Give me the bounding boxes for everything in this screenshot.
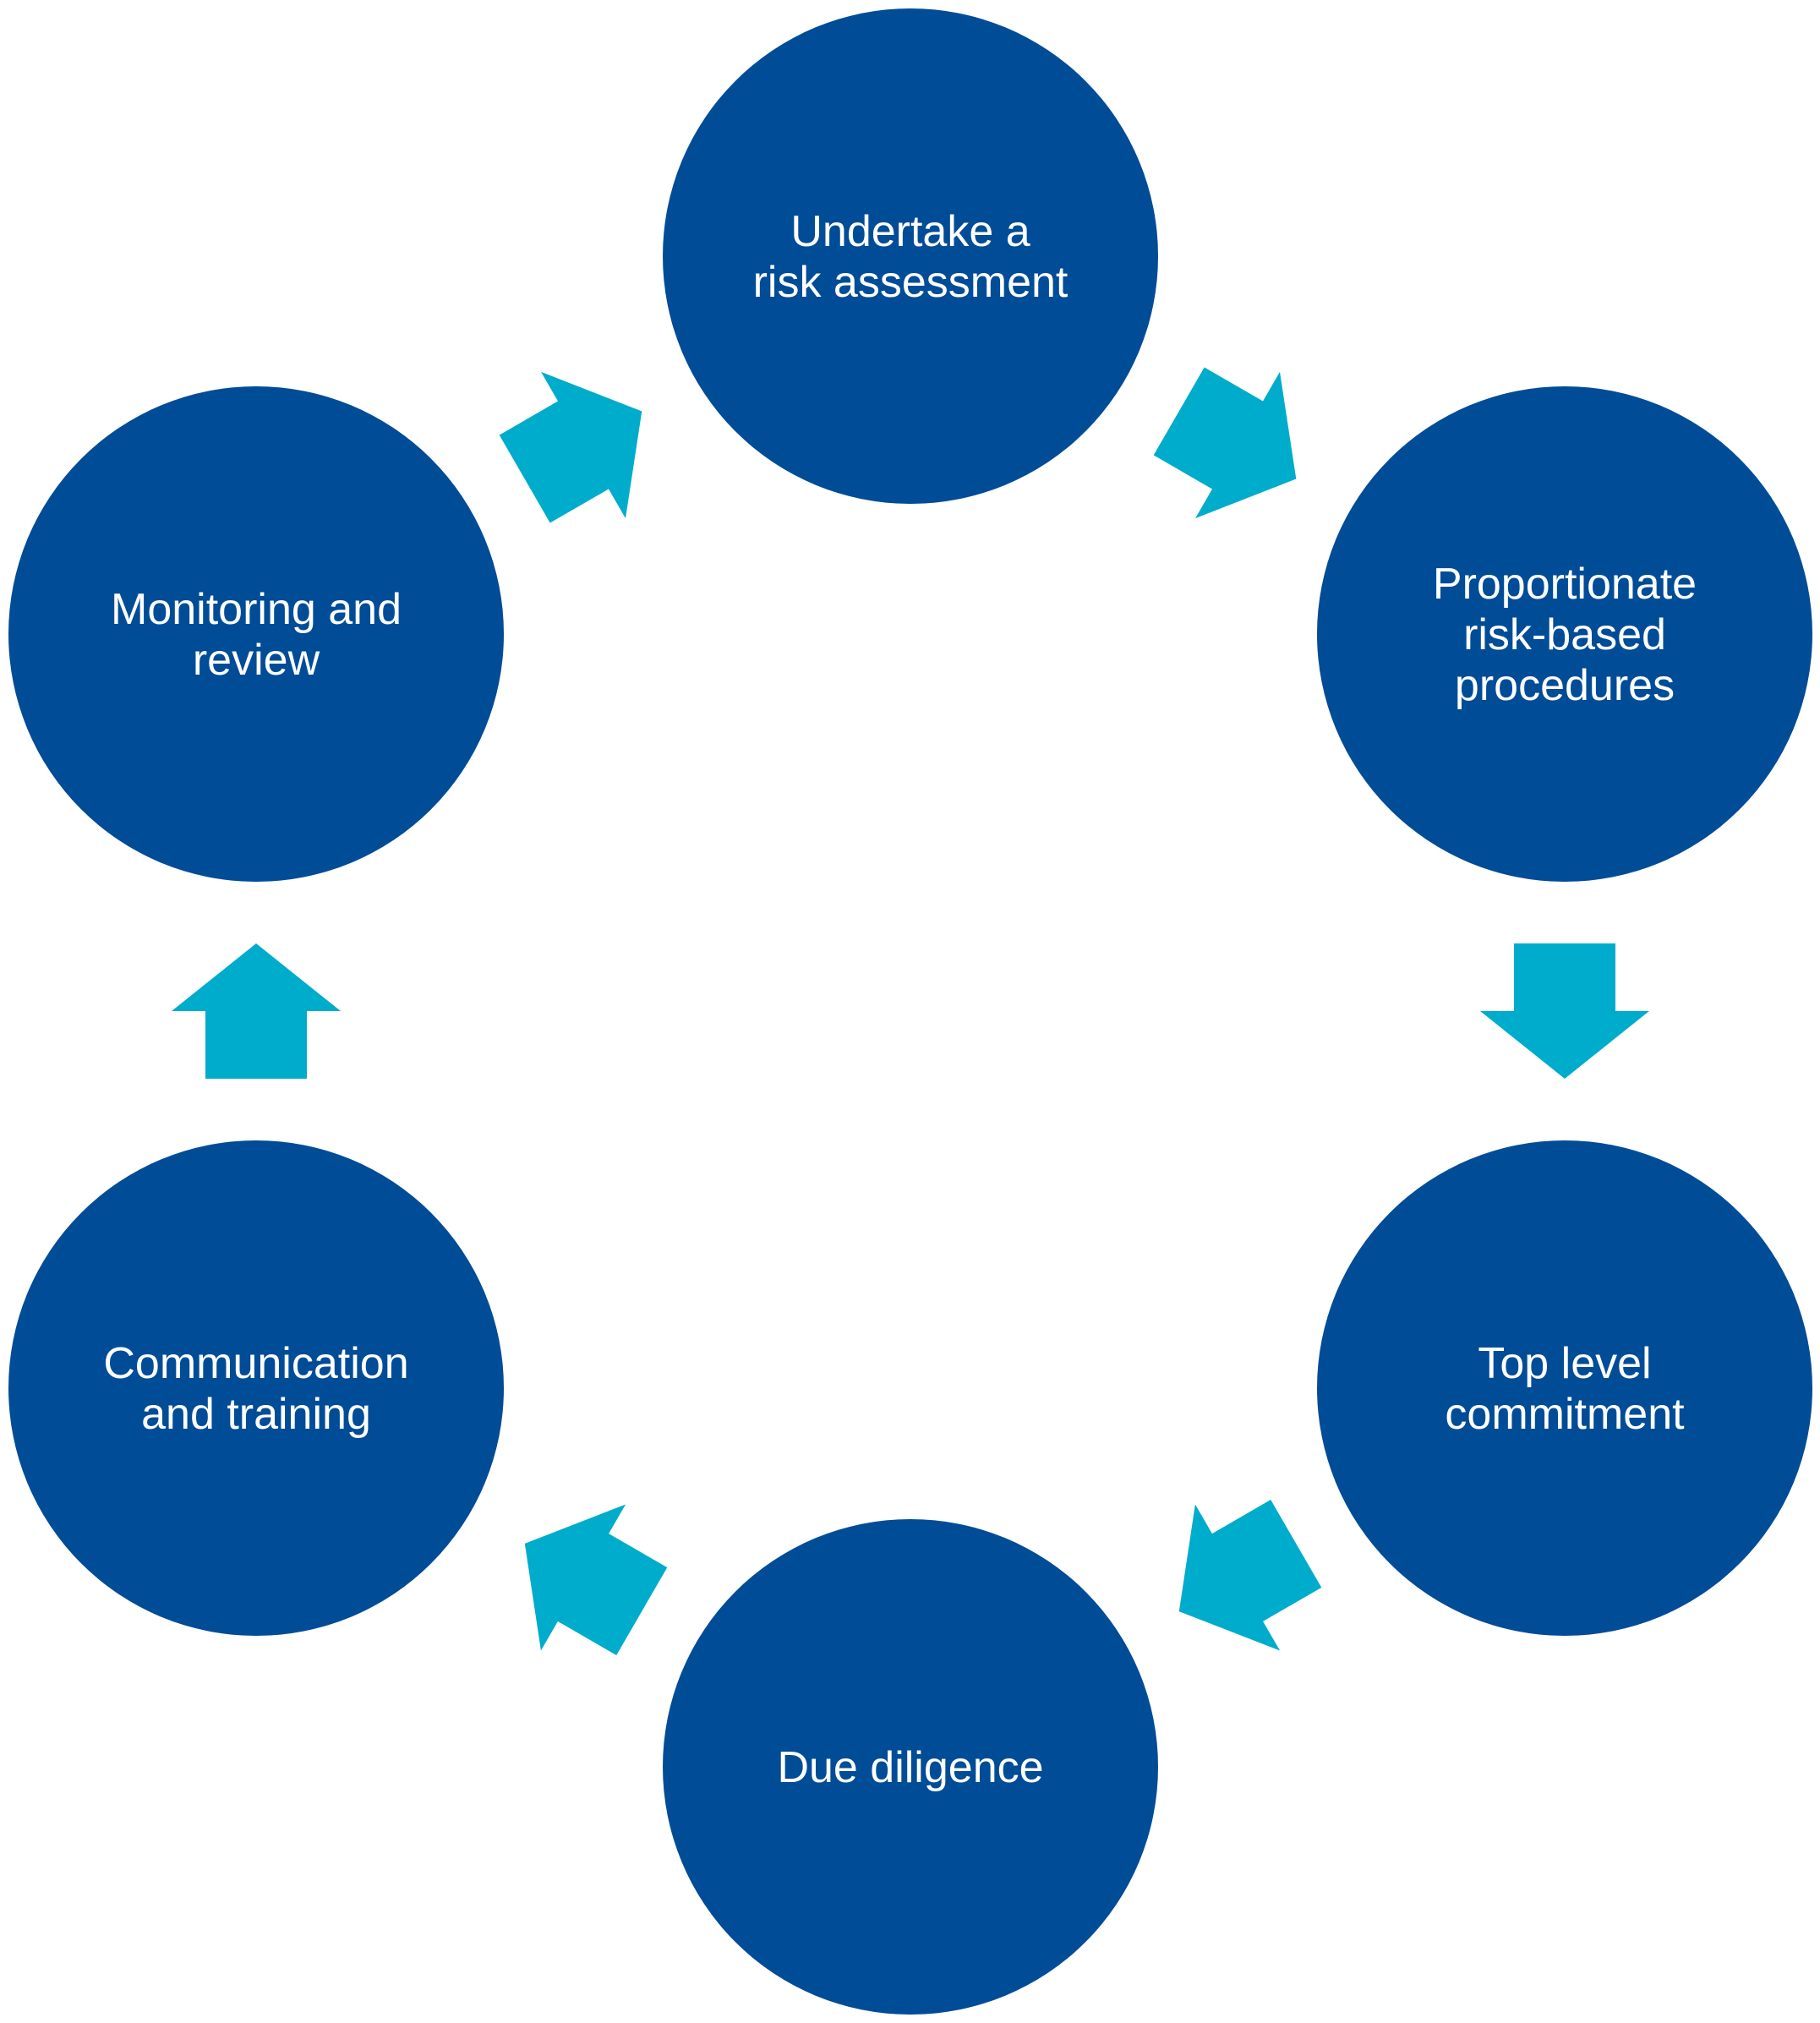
node-label-line: Undertake a bbox=[790, 207, 1030, 256]
arrow-top-level-commitment-to-due-diligence bbox=[1178, 1500, 1322, 1651]
arrow-communication-training-to-monitoring-review bbox=[172, 943, 341, 1079]
node-due-diligence: Due diligence bbox=[663, 1519, 1158, 2015]
node-label: Due diligence bbox=[777, 1743, 1043, 1792]
node-circle bbox=[1317, 386, 1812, 882]
node-label-line: Top level bbox=[1478, 1339, 1651, 1388]
node-label-line: procedures bbox=[1455, 661, 1675, 710]
node-label-line: and training bbox=[141, 1390, 371, 1439]
node-circle bbox=[8, 1140, 504, 1636]
node-label-line: review bbox=[193, 636, 320, 685]
arrow-risk-assessment-to-proportionate-procedures bbox=[1153, 367, 1297, 519]
node-circle bbox=[663, 1519, 1158, 2015]
arrow-due-diligence-to-communication-training bbox=[524, 1504, 668, 1655]
node-label-line: Communication bbox=[103, 1339, 408, 1388]
node-label-line: risk-based bbox=[1463, 610, 1666, 659]
node-label-line: Due diligence bbox=[777, 1743, 1043, 1792]
arrows-layer bbox=[172, 367, 1649, 1655]
node-label-line: Proportionate bbox=[1433, 560, 1697, 609]
arrow-proportionate-procedures-to-top-level-commitment bbox=[1480, 943, 1649, 1079]
arrow-monitoring-review-to-risk-assessment bbox=[499, 371, 642, 523]
node-label-line: risk assessment bbox=[753, 258, 1068, 307]
node-label-line: Monitoring and bbox=[111, 585, 402, 634]
node-label-line: commitment bbox=[1445, 1390, 1685, 1439]
node-circle bbox=[663, 8, 1158, 504]
node-circle bbox=[1317, 1140, 1812, 1636]
node-circle bbox=[8, 386, 504, 882]
